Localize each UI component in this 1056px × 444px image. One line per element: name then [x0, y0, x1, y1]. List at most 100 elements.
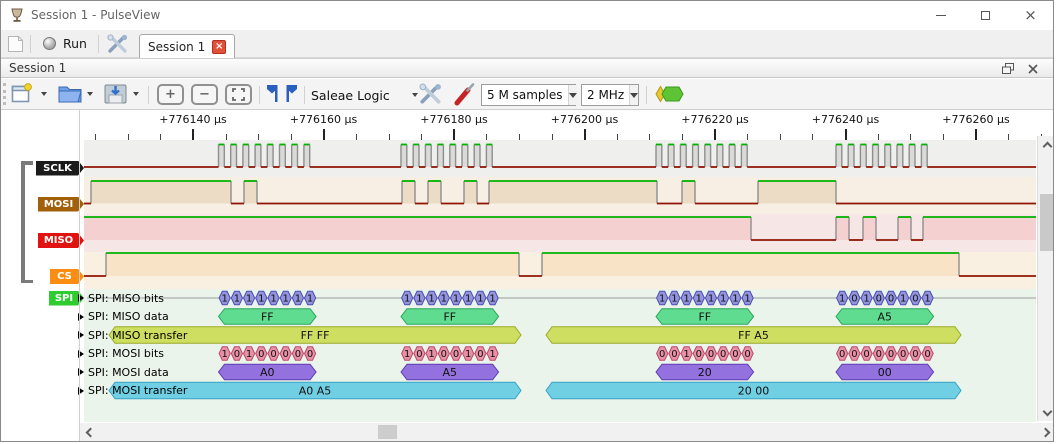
- decoder-annotation: [217, 363, 317, 381]
- scroll-down-icon[interactable]: [1039, 403, 1053, 419]
- decoder-bit-value: 1: [416, 294, 422, 305]
- ruler-minor-tick: [225, 134, 227, 140]
- new-session-icon[interactable]: [7, 35, 24, 53]
- zoom-out-button[interactable]: −: [191, 84, 218, 105]
- settings-tools-icon[interactable]: [107, 34, 129, 54]
- decoder-bit-value: 1: [258, 294, 264, 305]
- tab-close-icon[interactable]: ×: [212, 39, 227, 54]
- ruler-minor-tick: [127, 134, 129, 140]
- decoder-annotation: [741, 346, 754, 361]
- decoder-bit-value: 1: [683, 294, 689, 305]
- decoder-bit-value: 0: [900, 349, 906, 360]
- window-bottom-edge: [1, 441, 1053, 442]
- zoom-in-button[interactable]: +: [157, 84, 184, 105]
- device-selector[interactable]: Saleae Logic: [311, 84, 418, 106]
- decoder-annotation: [545, 326, 962, 344]
- decoder-bit-value: 0: [270, 349, 276, 360]
- new-view-icon[interactable]: [11, 82, 32, 106]
- decoder-annotation: [255, 346, 268, 361]
- trigger-falling-icon[interactable]: [265, 82, 280, 106]
- ruler-major-tick: [192, 129, 194, 140]
- scroll-up-icon[interactable]: [1039, 138, 1053, 154]
- decoder-annotation: [401, 290, 414, 306]
- separator: [646, 86, 647, 104]
- decoder-annotation: [449, 346, 463, 361]
- ruler-minor-tick: [649, 134, 651, 140]
- decoder-annotation: [474, 290, 487, 306]
- trace-row-band: [84, 252, 1036, 289]
- decoder-annotation: [449, 290, 463, 306]
- decoder-annotation: [692, 346, 705, 361]
- add-decoder-icon[interactable]: [653, 82, 687, 106]
- decoder-bit-value: 1: [696, 294, 702, 305]
- decoder-hex-value: FF A5: [738, 329, 769, 342]
- vertical-scroll-thumb[interactable]: [1040, 194, 1053, 251]
- decoder-bit-value: 0: [888, 294, 894, 305]
- decoder-annotation: [437, 346, 450, 361]
- decoder-hex-value: FF: [443, 311, 456, 324]
- trigger-rising-icon[interactable]: [284, 82, 299, 106]
- sample-rate-caret: [629, 85, 639, 105]
- decoder-annotation: [291, 290, 305, 306]
- new-view-dropdown-caret[interactable]: [41, 92, 47, 96]
- save-file-dropdown-caret[interactable]: [133, 92, 139, 96]
- separator: [259, 86, 260, 104]
- decoder-annotation: [255, 290, 268, 306]
- minimize-button[interactable]: [918, 1, 963, 30]
- decoder-annotation: [303, 290, 317, 306]
- configure-channels-icon[interactable]: [419, 82, 443, 106]
- ruler-minor-tick: [779, 134, 781, 140]
- session-tab[interactable]: Session 1 ×: [139, 34, 236, 58]
- decoder-bit-value: 1: [671, 294, 677, 305]
- probe-icon[interactable]: [453, 82, 477, 106]
- decoder-annotation: [400, 308, 500, 325]
- decoder-annotation: [668, 290, 681, 306]
- sample-rate-select[interactable]: 2 MHz: [581, 84, 639, 106]
- decoder-hex-value: A0: [260, 366, 275, 379]
- decoder-hex-value: A5: [878, 311, 893, 324]
- ruler-minor-tick: [616, 134, 618, 140]
- run-button[interactable]: Run: [63, 36, 87, 51]
- float-dock-icon[interactable]: [1002, 63, 1015, 75]
- open-file-icon[interactable]: [57, 82, 83, 106]
- close-dock-icon[interactable]: [1027, 63, 1039, 75]
- decoder-bit-value: 1: [863, 294, 869, 305]
- decoder-annotation: [230, 346, 244, 361]
- ruler-major-tick: [322, 129, 325, 140]
- maximize-button[interactable]: [963, 1, 1008, 30]
- decoder-annotation: [884, 290, 898, 306]
- sample-count-caret: [567, 85, 577, 105]
- ruler-minor-tick: [682, 134, 683, 140]
- zoom-fit-button[interactable]: [225, 84, 252, 105]
- decoder-annotation: [704, 346, 718, 361]
- close-button[interactable]: ×: [1024, 6, 1037, 24]
- decoder-bit-value: 1: [900, 294, 906, 305]
- horizontal-scroll-thumb[interactable]: [378, 425, 397, 439]
- save-file-icon[interactable]: [103, 82, 129, 106]
- decoder-annotation: [474, 346, 487, 361]
- decoder-bit-value: 1: [270, 294, 276, 305]
- decoder-bit-value: 1: [234, 294, 240, 305]
- sample-count-select[interactable]: 5 M samples: [481, 84, 577, 106]
- decoder-annotation: [836, 346, 849, 361]
- decoder-annotation: [848, 290, 861, 306]
- decoder-annotation: [909, 290, 922, 306]
- ruler-major-tick: [975, 129, 977, 140]
- decoder-annotation: [413, 290, 426, 306]
- open-file-dropdown-caret[interactable]: [87, 92, 93, 96]
- pulseview-logo-icon: [11, 8, 23, 22]
- device-dropdown-caret: [411, 93, 418, 97]
- vertical-scrollbar[interactable]: [1037, 136, 1053, 421]
- toolbar-drag-handle[interactable]: [3, 83, 6, 105]
- scroll-right-icon[interactable]: [1037, 424, 1053, 440]
- decoder-annotation: [729, 290, 742, 306]
- scroll-left-icon[interactable]: [82, 424, 98, 440]
- session-toolbar: + − Saleae Logic: [1, 79, 1053, 110]
- dock-title: Session 1: [9, 61, 67, 75]
- separator: [30, 35, 31, 53]
- decoder-annotation: [921, 290, 934, 306]
- decoder-annotation: [267, 346, 280, 361]
- decoder-annotation: [242, 290, 256, 306]
- horizontal-scrollbar[interactable]: [80, 423, 1053, 441]
- decoder-bit-value: 0: [234, 349, 240, 360]
